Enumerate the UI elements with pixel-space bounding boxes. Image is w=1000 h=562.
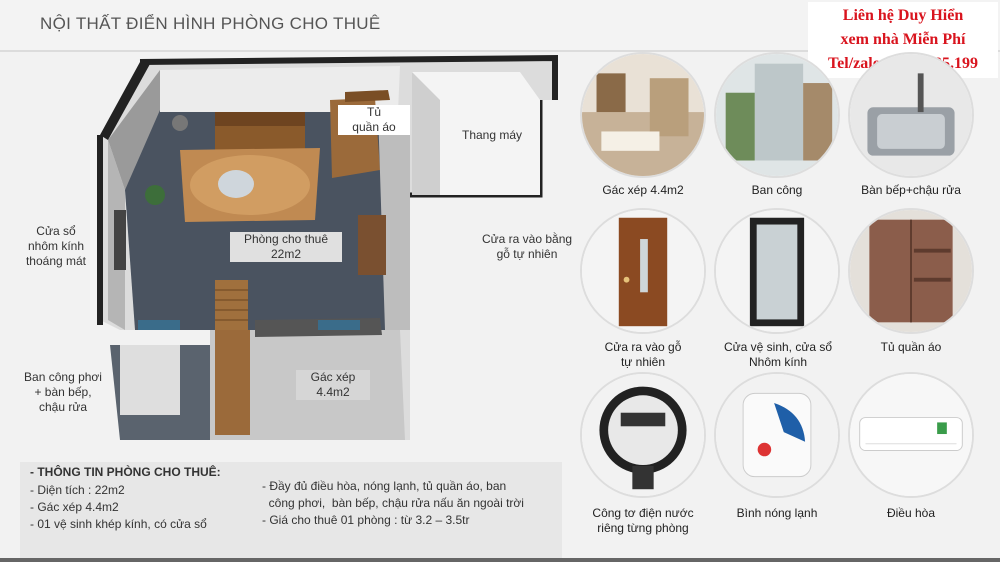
room-info-box [20, 462, 562, 558]
label-loft: Gác xép 4.4m2 [296, 370, 370, 400]
label-elevator: Thang máy [461, 128, 523, 142]
wall-edge-top [139, 54, 558, 100]
loft-window [318, 320, 360, 330]
lamp [172, 115, 188, 131]
gallery-caption-1: Gác xép 4.4m2 [602, 183, 684, 197]
info-right-list: - Đầy đủ điều hòa, nóng lạnh, tủ quần áo… [262, 478, 558, 529]
bottom-border [0, 558, 1000, 562]
gallery-caption-9: Điều hòa [886, 506, 936, 520]
label-wardrobe: Tủ quần áo [338, 105, 410, 135]
wardrobe-photo-icon [848, 208, 974, 334]
contact-offer: xem nhà Miễn Phí [840, 31, 966, 48]
elevator-wall [412, 72, 440, 195]
info-left-item: - 01 vệ sinh khép kính, có cửa sổ [30, 517, 207, 531]
page-title: NỘI THẤT ĐIỂN HÌNH PHÒNG CHO THUÊ [40, 14, 381, 33]
gallery-caption-6: Tủ quần áo [880, 340, 942, 354]
label-door: Cửa ra vào bằng gỗ tự nhiên [481, 232, 573, 261]
contact-name: Liên hệ Duy Hiển [842, 7, 964, 24]
info-right-item: - Đầy đủ điều hòa, nóng lạnh, tủ quần áo… [262, 479, 507, 493]
left-inner-wall [108, 70, 175, 190]
gallery-caption-8: Bình nóng lạnh [736, 506, 818, 520]
stair-steps [215, 289, 248, 321]
loft-photo-icon [580, 52, 706, 178]
meter-photo-icon [580, 372, 706, 498]
gallery-caption-5: Cửa vệ sinh, cửa sổ Nhôm kính [723, 340, 833, 369]
stairs [215, 280, 248, 330]
gallery-caption-2: Ban công [751, 183, 803, 197]
label-room: Phòng cho thuê 22m2 [230, 232, 342, 262]
header-divider [0, 50, 1000, 52]
label-window: Cửa sổ nhôm kính thoáng mát [25, 224, 87, 268]
glass-door-photo-icon [714, 208, 840, 334]
coffee-table [218, 170, 254, 198]
wardrobe-top [345, 90, 390, 102]
gallery-caption-7: Công tơ điện nước riêng từng phòng [592, 506, 694, 535]
balcony-window [138, 320, 180, 330]
sofa-back [215, 112, 305, 126]
info-heading: - THÔNG TIN PHÒNG CHO THUÊ: [30, 465, 221, 479]
loft-ladder [215, 330, 250, 435]
info-left-item: - Diện tích : 22m2 [30, 483, 125, 497]
window-frame [114, 210, 126, 270]
water-heater-photo-icon [714, 372, 840, 498]
info-right-item: công phơi, bàn bếp, chậu rửa nấu ăn ngoà… [262, 496, 524, 510]
balcony-photo-icon [714, 52, 840, 178]
plant [145, 185, 165, 205]
wood-door-photo-icon [580, 208, 706, 334]
sink-photo-icon [848, 52, 974, 178]
elevator-area [412, 72, 540, 195]
gallery-caption-4: Cửa ra vào gỗ tự nhiên [604, 340, 682, 369]
wall-edge-left [100, 62, 150, 140]
info-left-list: - Diện tích : 22m2 - Gác xép 4.4m2 - 01 … [30, 482, 207, 533]
entry-door [358, 215, 386, 275]
balcony-counter [120, 345, 180, 415]
air-conditioner-photo-icon [848, 372, 974, 498]
info-right-item: - Giá cho thuê 01 phòng : từ 3.2 – 3.5tr [262, 513, 470, 527]
gallery-caption-3: Bàn bếp+chậu rửa [861, 183, 961, 197]
info-left-item: - Gác xép 4.4m2 [30, 500, 119, 514]
label-balcony: Ban công phơi + bàn bếp, chậu rửa [24, 370, 102, 414]
